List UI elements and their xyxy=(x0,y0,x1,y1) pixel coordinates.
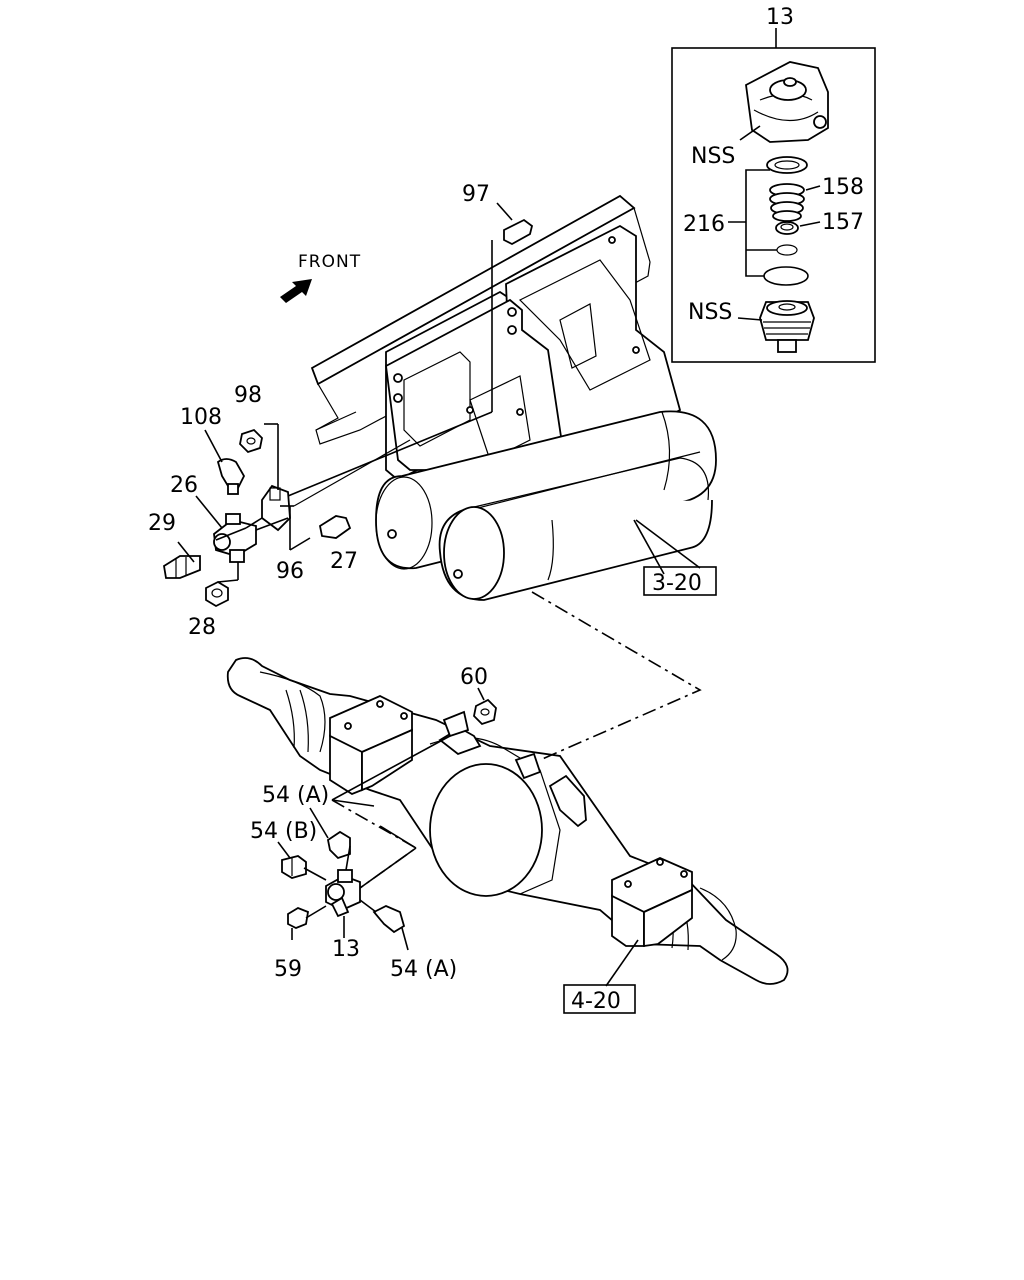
callout-60: 60 xyxy=(460,665,488,690)
air-tanks xyxy=(375,410,717,601)
callout-nss-upper: NSS xyxy=(691,144,735,169)
bolt-27 xyxy=(318,515,352,539)
valve-housing xyxy=(745,61,829,143)
callouts: 97 98 108 26 29 96 27 28 60 54 (A) 54 (B… xyxy=(148,182,490,982)
callout-26: 26 xyxy=(170,473,198,498)
inset-frame xyxy=(671,47,876,363)
callout-96: 96 xyxy=(276,559,304,584)
reference-3-20-label: 3-20 xyxy=(652,571,702,596)
bolt-59 xyxy=(287,906,310,929)
callout-13-top: 13 xyxy=(766,5,794,30)
reference-4-20: 4-20 xyxy=(563,984,636,1014)
ring-157 xyxy=(775,221,799,235)
rear-axle xyxy=(226,657,789,985)
front-label: FRONT xyxy=(298,252,361,272)
valve-assembly-lower xyxy=(281,830,406,934)
callout-54b: 54 (B) xyxy=(250,819,317,844)
front-indicator: FRONT xyxy=(280,252,361,303)
connector-54b xyxy=(281,855,307,879)
spring-158 xyxy=(769,183,805,222)
connection-line-lower xyxy=(331,799,418,889)
valve-seat xyxy=(759,300,815,353)
nut-60 xyxy=(473,698,497,726)
axle-housing-cover xyxy=(429,763,543,897)
callout-158: 158 xyxy=(822,175,864,200)
elbow-54a-bottom xyxy=(372,905,406,934)
frame-rail xyxy=(310,194,651,445)
inset-exploded-view: 13 NSS 158 216 157 NSS xyxy=(671,5,876,363)
callout-108: 108 xyxy=(180,405,222,430)
nut-28 xyxy=(205,580,229,608)
callout-13-bottom: 13 xyxy=(332,937,360,962)
callout-54a-bottom: 54 (A) xyxy=(390,957,457,982)
callout-59: 59 xyxy=(274,957,302,982)
connection-line-main xyxy=(531,591,702,761)
callout-157: 157 xyxy=(822,210,864,235)
reference-4-20-label: 4-20 xyxy=(571,989,621,1014)
bolt-97 xyxy=(503,218,534,246)
callout-29: 29 xyxy=(148,511,176,536)
callout-98: 98 xyxy=(234,383,262,408)
nut-98 xyxy=(239,428,263,454)
callout-97: 97 xyxy=(462,182,490,207)
callout-27: 27 xyxy=(330,549,358,574)
callout-54a-top: 54 (A) xyxy=(262,783,329,808)
reference-3-20: 3-20 xyxy=(643,566,717,596)
callout-nss-lower: NSS xyxy=(688,300,732,325)
bracket-96 xyxy=(261,484,291,532)
callout-216: 216 xyxy=(683,212,725,237)
callout-28: 28 xyxy=(188,615,216,640)
seal-cup xyxy=(766,156,808,174)
elbow-54a-top xyxy=(326,830,351,860)
small-o-ring xyxy=(776,244,798,256)
valve-assembly-left xyxy=(163,428,352,608)
connector-29 xyxy=(163,555,201,579)
front-arrow-icon xyxy=(280,279,312,303)
large-o-ring xyxy=(763,266,809,286)
